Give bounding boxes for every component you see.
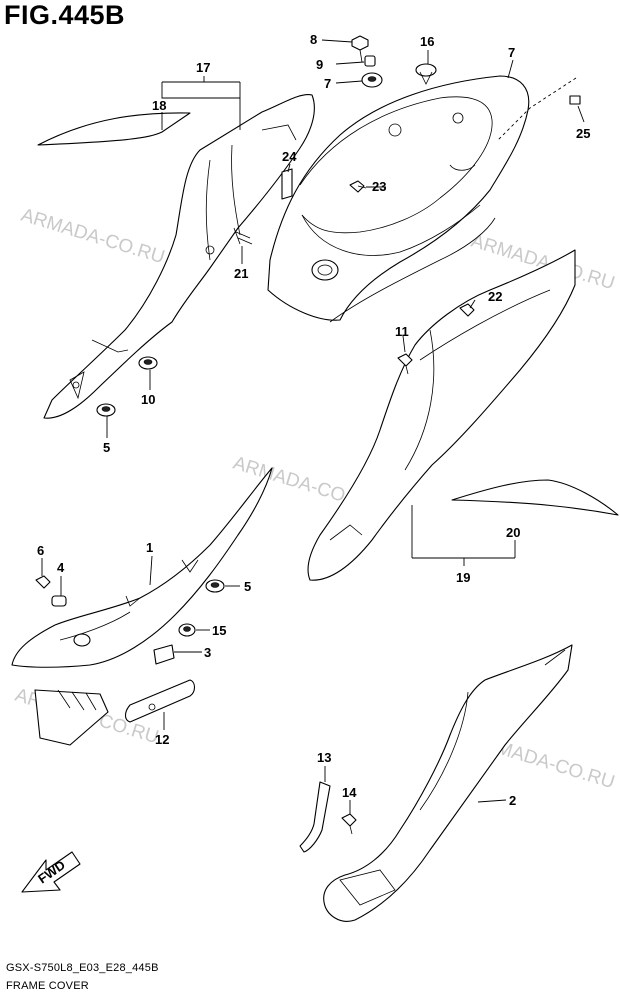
watermark-1: ARMADA-CO.RU bbox=[19, 205, 167, 269]
callout-2: 2 bbox=[509, 793, 516, 808]
callout-5-lower: 5 bbox=[244, 579, 251, 594]
callout-3: 3 bbox=[204, 645, 211, 660]
callout-14: 13 bbox=[317, 750, 331, 765]
part-1-frame-cover-lower bbox=[11, 467, 273, 668]
callouts: 8 9 7 16 7 17 18 25 24 23 21 22 11 10 5 … bbox=[37, 32, 590, 808]
part-13-bracket bbox=[124, 679, 196, 723]
callout-19: 18 bbox=[152, 98, 166, 113]
part-15-screw bbox=[341, 813, 357, 835]
callout-6: 6 bbox=[37, 543, 44, 558]
part-5-grommet-lower bbox=[205, 579, 225, 593]
callout-1: 1 bbox=[146, 540, 153, 555]
callout-23: 22 bbox=[488, 289, 502, 304]
callout-17: 16 bbox=[420, 34, 434, 49]
leader-lines bbox=[41, 39, 585, 814]
part-14-bracket bbox=[299, 781, 331, 853]
part-19-decal-left bbox=[37, 112, 191, 146]
callout-4: 4 bbox=[57, 560, 65, 575]
callout-21: 20 bbox=[506, 525, 520, 540]
callout-24: 23 bbox=[372, 179, 386, 194]
figure-name: FRAME COVER bbox=[6, 980, 89, 992]
figure-title: FIG.445B bbox=[4, 0, 126, 30]
part-3-cushion bbox=[153, 644, 175, 665]
part-24-screw bbox=[349, 180, 367, 193]
part-5-grommet-upper bbox=[96, 403, 116, 417]
part-25-pad bbox=[281, 168, 293, 200]
part-16-grommet bbox=[178, 623, 196, 637]
callout-22: 21 bbox=[234, 266, 248, 281]
fwd-arrow: FWD bbox=[21, 851, 81, 893]
part-7-tail-cover bbox=[267, 75, 530, 323]
callout-7: 7 bbox=[508, 45, 515, 60]
part-4-collar bbox=[51, 595, 67, 607]
callout-12: 11 bbox=[395, 324, 409, 339]
part-6-screw bbox=[35, 575, 51, 589]
part-8-grommet bbox=[361, 72, 383, 88]
part-20-frame-cover-right bbox=[307, 249, 576, 581]
part-11-grommet bbox=[138, 356, 158, 370]
callout-5-upper: 5 bbox=[103, 440, 110, 455]
part-9-bolt bbox=[351, 35, 369, 63]
callout-13: 12 bbox=[155, 732, 169, 747]
callout-20: 19 bbox=[456, 570, 470, 585]
callout-26: 25 bbox=[576, 126, 590, 141]
part-18-frame-cover-left bbox=[43, 94, 315, 419]
callout-18: 17 bbox=[196, 60, 210, 75]
callout-25: 24 bbox=[282, 149, 297, 164]
figure-code: GSX-S750L8_E03_E28_445B bbox=[6, 962, 159, 974]
callout-8: 7 bbox=[324, 76, 331, 91]
part-21-decal-right bbox=[451, 479, 619, 516]
part-26-cushion bbox=[569, 95, 581, 105]
part-vent-grille bbox=[34, 689, 109, 746]
callout-9: 8 bbox=[310, 32, 317, 47]
callout-15: 14 bbox=[342, 785, 357, 800]
part-22-clip bbox=[233, 227, 253, 245]
part-12-fastener bbox=[397, 353, 413, 375]
callout-16: 15 bbox=[212, 623, 226, 638]
part-17-fastener bbox=[415, 63, 437, 85]
part-2-frame-cover-lower-right bbox=[323, 644, 573, 922]
part-10-collar bbox=[364, 55, 376, 67]
callout-11: 10 bbox=[141, 392, 155, 407]
callout-10: 9 bbox=[316, 57, 323, 72]
